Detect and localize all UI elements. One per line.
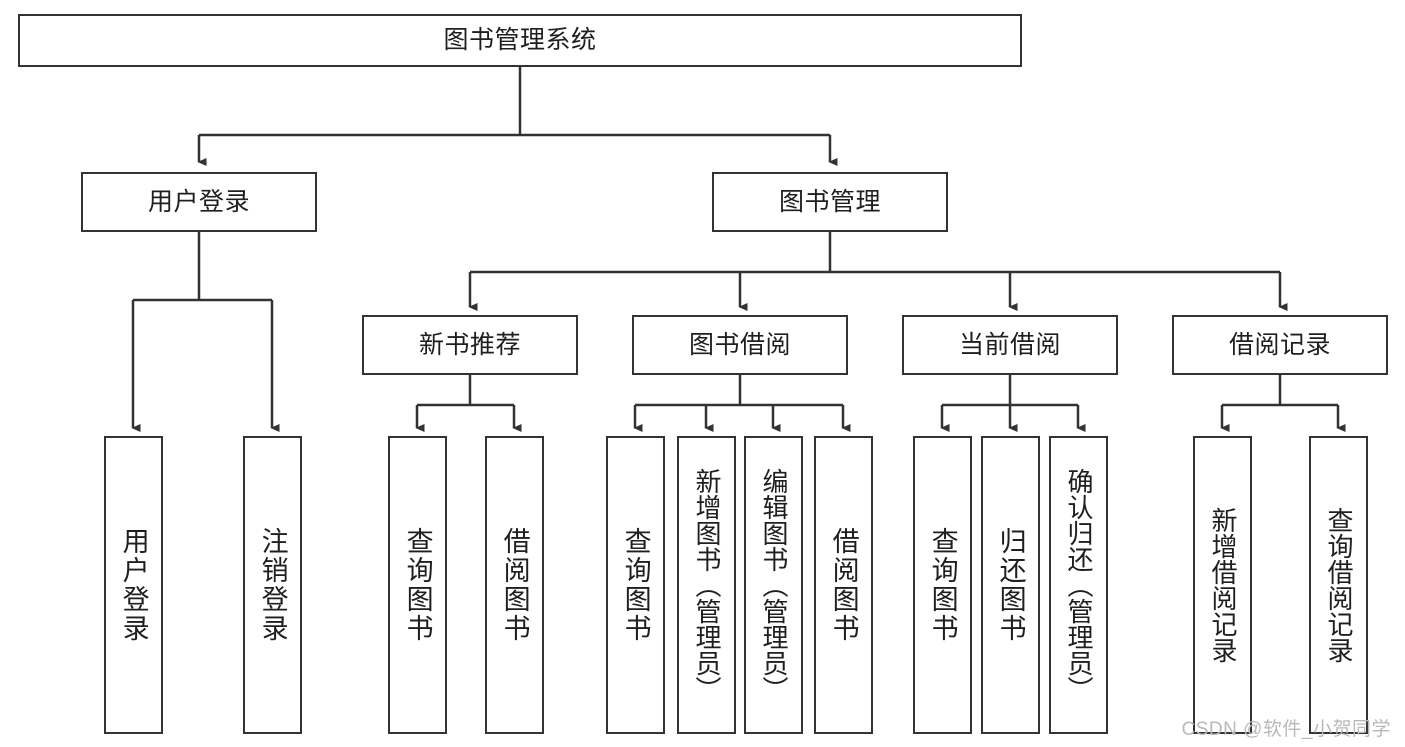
node-book-management[interactable]: 图书管理: [712, 172, 948, 232]
leaf-record-query-record[interactable]: 查询借阅记录: [1309, 436, 1368, 734]
node-label: 借阅图书: [499, 527, 530, 643]
node-label: 注销登录: [257, 527, 288, 643]
node-label: 查询图书: [402, 527, 433, 643]
node-label: 用户登录: [147, 187, 250, 216]
node-label: 查询图书: [927, 527, 958, 643]
leaf-recommend-query-book[interactable]: 查询图书: [388, 436, 447, 734]
leaf-user-logout[interactable]: 注销登录: [243, 436, 302, 734]
watermark: CSDN @软件_小贺同学: [1181, 719, 1391, 740]
node-book-borrow[interactable]: 图书借阅: [632, 315, 848, 375]
node-label: 用户登录: [118, 527, 149, 643]
node-label: 查询借阅记录: [1324, 507, 1355, 663]
leaf-borrow-edit-book-admin[interactable]: 编辑图书（管理员）: [744, 436, 803, 734]
node-label: 借阅图书: [828, 527, 859, 643]
leaf-current-return-book[interactable]: 归还图书: [981, 436, 1040, 734]
node-new-book-recommend[interactable]: 新书推荐: [362, 315, 578, 375]
node-borrow-record[interactable]: 借阅记录: [1172, 315, 1388, 375]
node-current-borrow[interactable]: 当前借阅: [902, 315, 1118, 375]
node-label: 图书管理: [778, 187, 881, 216]
node-label: 图书借阅: [688, 330, 791, 359]
node-label: 新书推荐: [418, 330, 521, 359]
node-label: 当前借阅: [958, 330, 1061, 359]
node-label: 编辑图书（管理员）: [759, 468, 790, 702]
node-label: 借阅记录: [1228, 330, 1331, 359]
leaf-borrow-query-book[interactable]: 查询图书: [606, 436, 665, 734]
leaf-borrow-borrow-book[interactable]: 借阅图书: [814, 436, 873, 734]
leaf-recommend-borrow-book[interactable]: 借阅图书: [485, 436, 544, 734]
node-label: 归还图书: [995, 527, 1026, 643]
node-root-system[interactable]: 图书管理系统: [18, 14, 1022, 67]
node-label: 确认归还（管理员）: [1064, 468, 1095, 702]
node-label: 新增借阅记录: [1208, 507, 1239, 663]
node-label: 查询图书: [620, 527, 651, 643]
node-label: 新增图书（管理员）: [692, 468, 723, 702]
leaf-record-add-record[interactable]: 新增借阅记录: [1193, 436, 1252, 734]
leaf-borrow-add-book-admin[interactable]: 新增图书（管理员）: [677, 436, 736, 734]
leaf-current-confirm-return-admin[interactable]: 确认归还（管理员）: [1049, 436, 1108, 734]
node-user-login[interactable]: 用户登录: [81, 172, 317, 232]
leaf-current-query-book[interactable]: 查询图书: [913, 436, 972, 734]
node-label: 图书管理系统: [443, 26, 597, 54]
leaf-user-login[interactable]: 用户登录: [104, 436, 163, 734]
